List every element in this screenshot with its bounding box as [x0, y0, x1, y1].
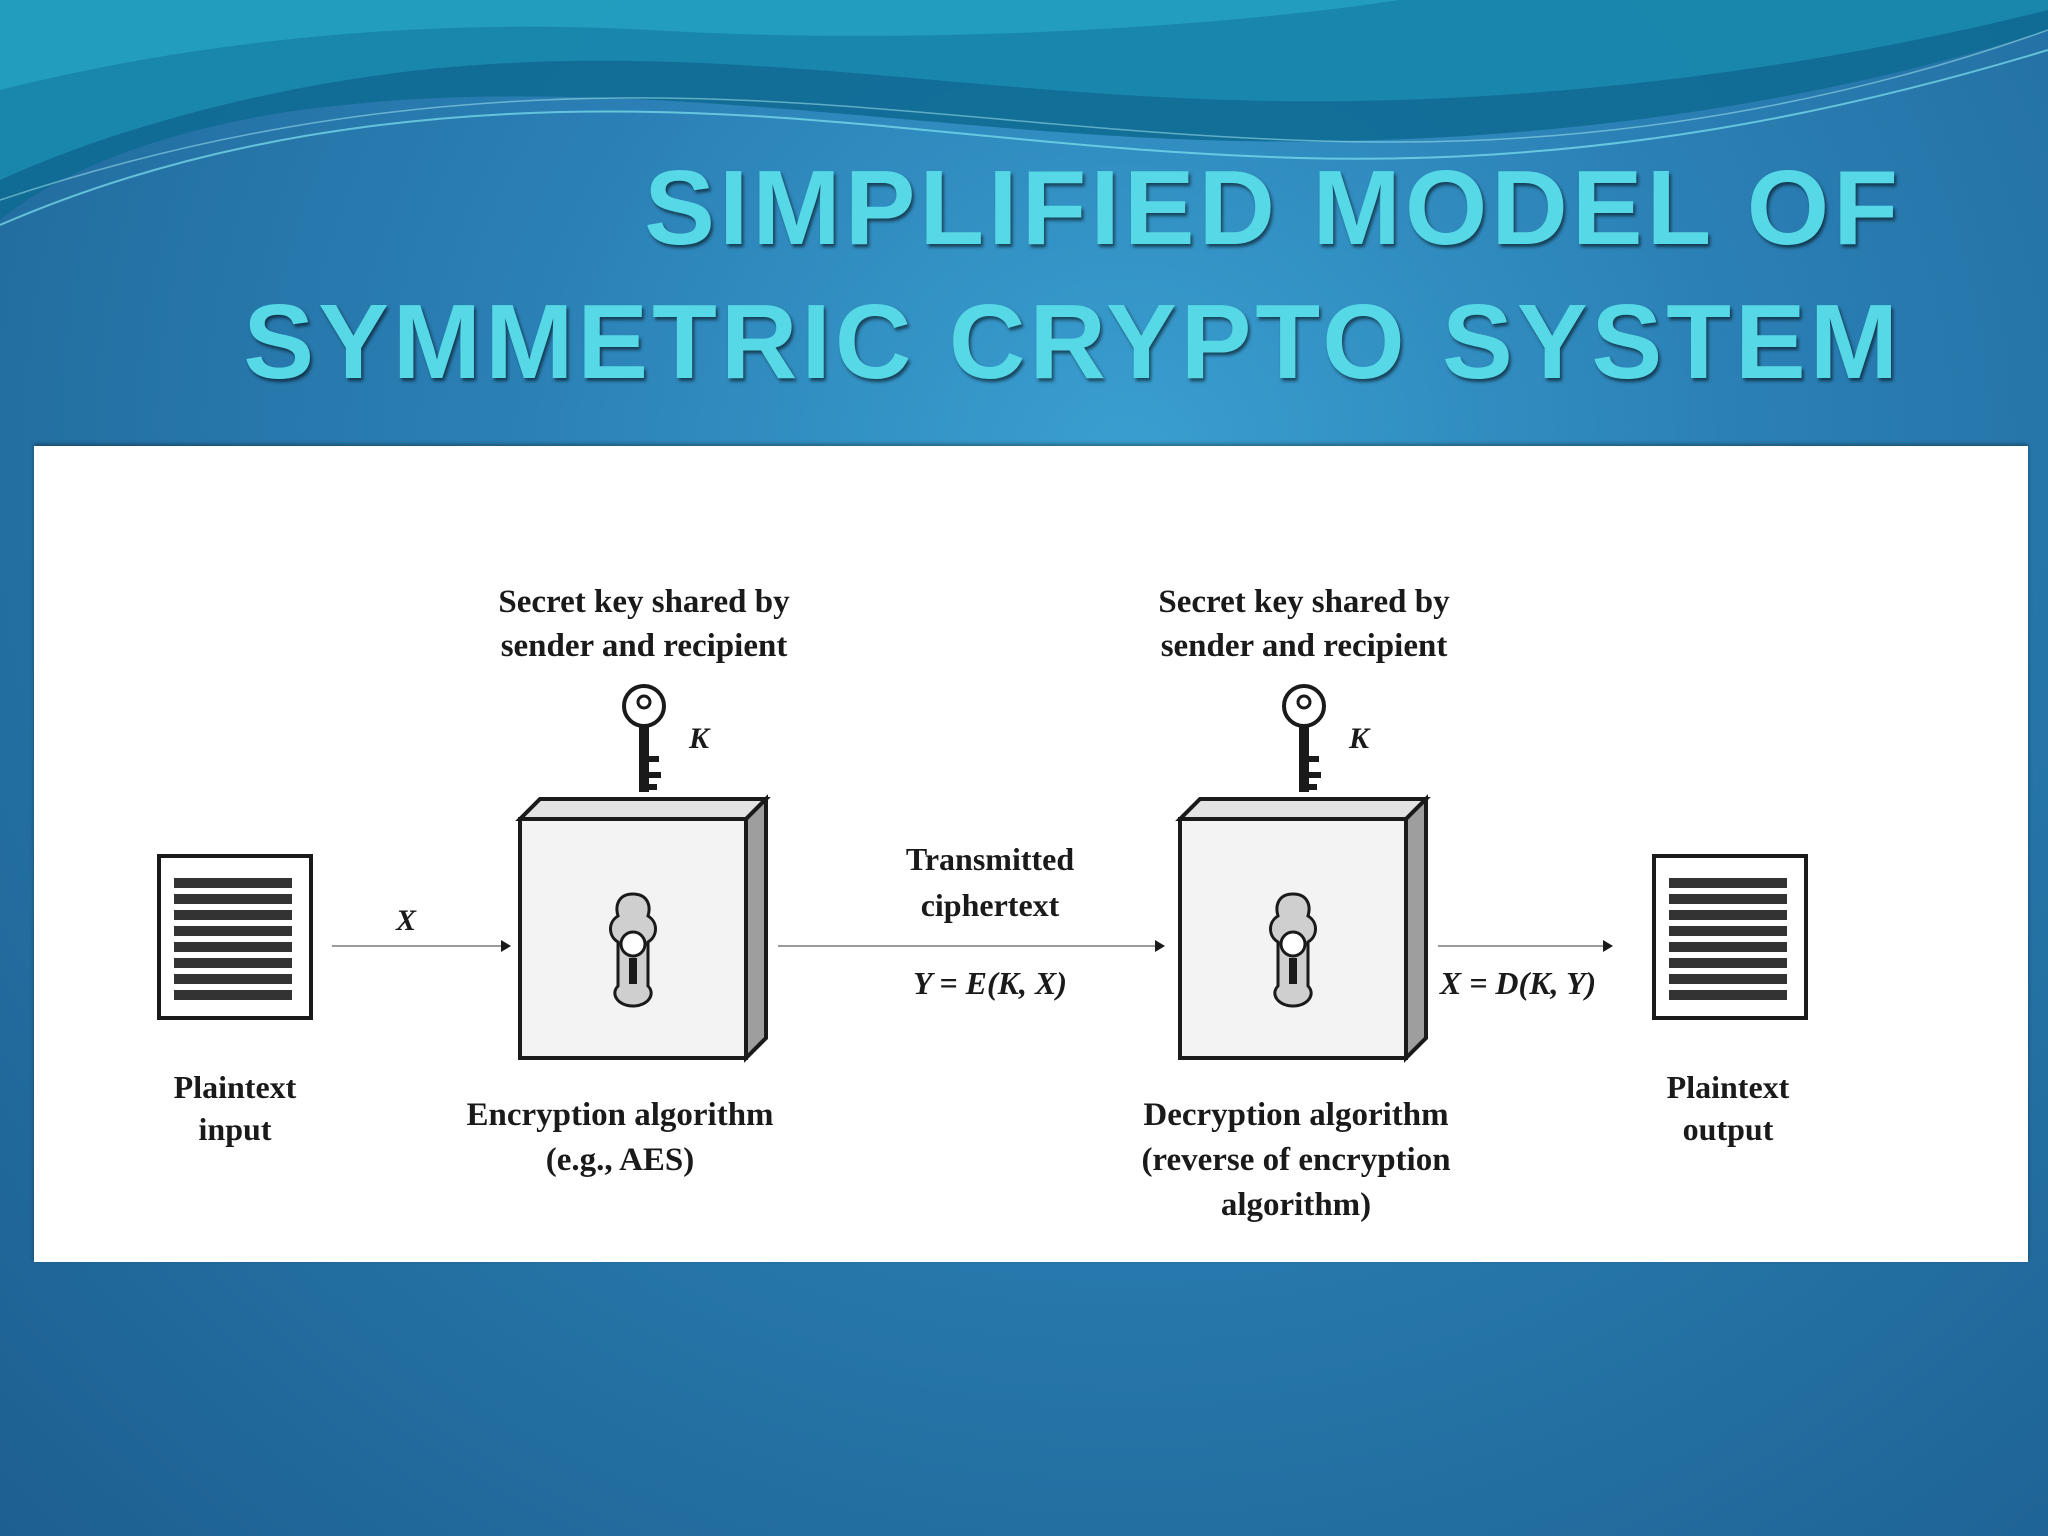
lock-icon — [1271, 894, 1316, 1006]
secret-key-dec-label-line-1: Secret key shared by — [1158, 584, 1450, 620]
decryption-label-line-1: Decryption algorithm — [1143, 1097, 1448, 1133]
decryption-algorithm-box — [1180, 799, 1426, 1058]
ciphertext-formula: Y = E(K, X) — [913, 965, 1067, 1001]
secret-key-enc-label-line-2: sender and recipient — [501, 628, 788, 664]
secret-key-enc-label-line-1: Secret key shared by — [498, 584, 790, 620]
secret-key-dec-label-line-2: sender and recipient — [1161, 628, 1448, 664]
slide-title-line-2: SYMMETRIC CRYPTO SYSTEM — [243, 282, 1902, 403]
lock-icon — [611, 894, 656, 1006]
decrypt-formula: X = D(K, Y) — [1439, 965, 1596, 1001]
key-label-enc: K — [688, 722, 711, 755]
plaintext-input-label-line-1: Plaintext — [174, 1069, 297, 1105]
plaintext-output-label-line-1: Plaintext — [1667, 1069, 1790, 1105]
plaintext-output-label-line-2: output — [1683, 1111, 1774, 1147]
decryption-label-line-3: algorithm) — [1221, 1187, 1371, 1223]
slide-title-line-1: SIMPLIFIED MODEL OF — [644, 148, 1902, 269]
transmitted-ciphertext-label-line-1: Transmitted — [906, 841, 1074, 877]
key-label-dec: K — [1348, 722, 1371, 755]
transmitted-ciphertext-label-line-2: ciphertext — [921, 887, 1060, 923]
decryption-label-line-2: (reverse of encryption — [1141, 1142, 1450, 1178]
symmetric-crypto-diagram: Plaintext input X Secret key shared by s… — [34, 446, 2028, 1262]
encryption-label-line-2: (e.g., AES) — [546, 1142, 695, 1178]
plaintext-input-label-line-2: input — [199, 1111, 272, 1147]
x-label: X — [395, 904, 417, 937]
encryption-label-line-1: Encryption algorithm — [466, 1097, 773, 1133]
plaintext-input-document-icon — [159, 856, 311, 1018]
key-icon — [1284, 686, 1324, 792]
encryption-algorithm-box — [520, 799, 766, 1058]
diagram-panel: Plaintext input X Secret key shared by s… — [34, 446, 2028, 1262]
plaintext-output-document-icon — [1654, 856, 1806, 1018]
key-icon — [624, 686, 664, 792]
